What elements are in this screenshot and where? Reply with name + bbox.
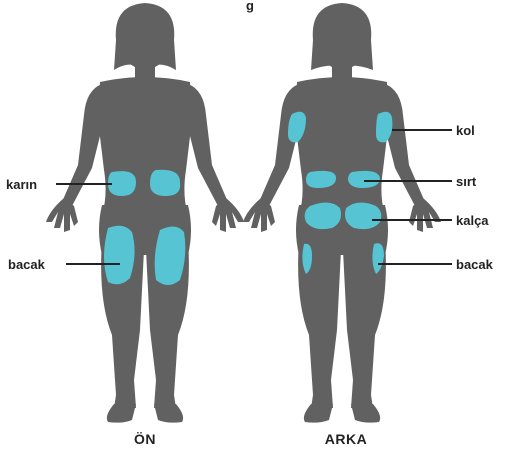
front-leg-site-right [155,226,186,285]
back-body-silhouette [243,3,441,423]
back-right-foot [351,404,380,423]
back-hip-site-right [345,202,381,229]
front-torso [98,77,192,215]
caption-front: ÖN [134,431,156,447]
heading-fragment: g [246,0,254,13]
label-back-hip: kalça [456,213,489,228]
label-front-abdomen: karın [6,177,37,192]
front-abdomen-site-right [150,170,180,196]
label-front-leg: bacak [8,257,46,272]
back-back-site-left [306,171,336,188]
front-figure: karın bacak ÖN [6,3,244,447]
back-left-foot [304,404,333,423]
back-torso [295,77,389,215]
back-hip-site-left [305,202,341,229]
label-back-back: sırt [456,174,477,189]
back-left-arm [259,84,301,206]
front-leg-site-left [104,226,135,285]
front-hair [114,3,176,70]
label-back-leg: bacak [456,257,494,272]
front-abdomen-site-left [108,171,136,196]
back-hair [311,3,373,70]
caption-back: ARKA [325,431,367,447]
back-right-arm [383,84,425,206]
front-left-foot [107,404,136,423]
front-left-arm [62,84,104,206]
front-right-foot [154,404,183,423]
label-back-arm: kol [456,123,475,138]
front-right-arm [186,84,228,206]
back-figure: kol sırt kalça bacak ARKA [243,3,494,447]
front-body-silhouette [46,3,244,423]
back-back-site-right [348,171,380,188]
